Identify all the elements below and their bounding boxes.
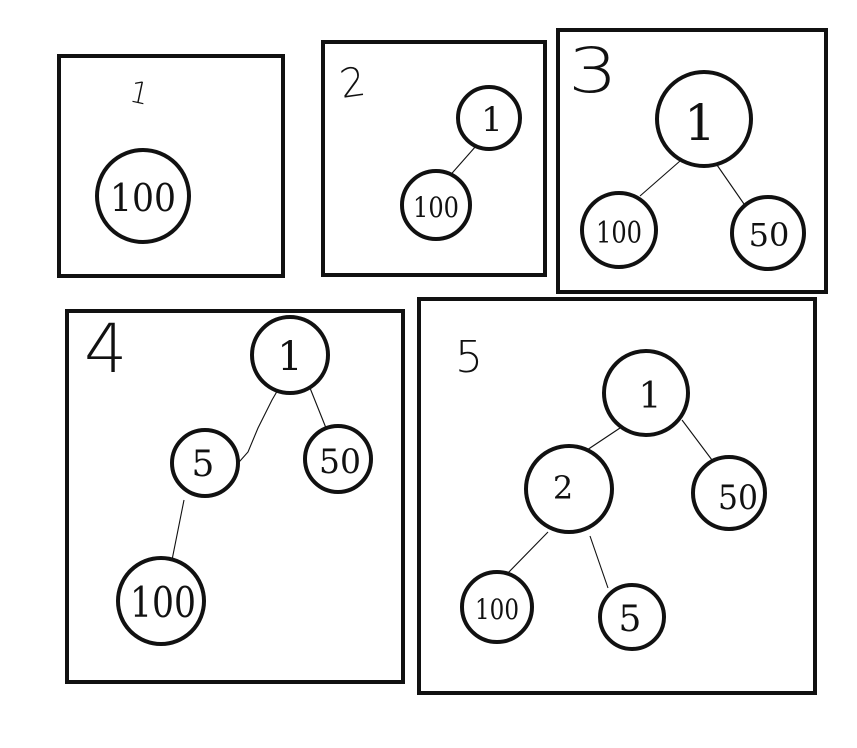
panel-1-node-100-value: 100 <box>110 176 176 220</box>
panel-3-node-1-value: 1 <box>684 94 716 152</box>
panel-3-step-label: 3 <box>568 34 618 107</box>
panel-1-frame <box>57 54 285 278</box>
panel-5-edge-1-50 <box>681 419 713 461</box>
panel-3-node-100 <box>580 191 658 269</box>
panel-5-step-label: 5 <box>455 332 483 383</box>
panel-4-node-1-value: 1 <box>277 334 302 380</box>
panel-5-node-100-value: 100 <box>475 593 519 626</box>
panel-4-node-50-value: 50 <box>319 442 361 482</box>
panel-4-frame <box>65 309 405 684</box>
panel-1-node-100 <box>95 148 191 244</box>
panel-5-node-50 <box>691 455 767 531</box>
panel-5-node-1-value: 1 <box>639 376 662 417</box>
panel-4-node-50 <box>303 424 373 494</box>
panel-2-node-1-value: 1 <box>481 100 503 140</box>
panel-4-node-5-value: 5 <box>192 444 215 485</box>
panel-4-step-label: 4 <box>84 310 127 389</box>
panel-3-edge-1-100 <box>639 160 681 197</box>
panel-5-edge-2-100 <box>504 531 549 577</box>
panel-2-step-label: 2 <box>337 59 369 108</box>
panel-2-node-100-value: 100 <box>413 191 459 224</box>
panel-3-node-100-value: 100 <box>596 216 642 251</box>
panel-4-edge-1-50 <box>309 387 327 429</box>
panel-4-node-1 <box>250 315 330 395</box>
panel-3-node-50-value: 50 <box>749 216 790 254</box>
panel-1-step-label: 1 <box>126 75 152 113</box>
panel-1: 1 100 <box>57 54 285 278</box>
panel-3-node-1 <box>655 70 753 168</box>
panel-5-edge-2-5 <box>589 535 609 589</box>
panel-5: 5 1 2 50 100 5 <box>417 297 817 695</box>
panel-3-node-50 <box>730 195 806 271</box>
panel-4-node-100-value: 100 <box>130 578 196 627</box>
panel-3: 3 1 100 50 <box>556 28 828 294</box>
panel-2-frame <box>321 40 547 277</box>
panel-3-frame <box>556 28 828 294</box>
panel-5-frame <box>417 297 817 695</box>
panel-5-node-2 <box>524 444 614 534</box>
panel-5-node-5-value: 5 <box>619 599 642 640</box>
panel-2-node-1 <box>456 85 522 151</box>
panel-5-node-100 <box>460 570 534 644</box>
panel-5-node-1 <box>602 349 690 437</box>
panel-2-node-100 <box>400 169 472 241</box>
panel-5-node-50-value: 50 <box>718 478 758 518</box>
panel-4-node-5 <box>170 428 240 498</box>
panel-5-node-2-value: 2 <box>553 469 573 507</box>
panel-4-node-100 <box>116 556 206 646</box>
panel-2: 2 1 100 <box>321 40 547 277</box>
panel-5-node-5 <box>598 583 666 651</box>
panel-4: 4 1 5 50 100 <box>65 309 405 684</box>
panel-5-edge-1-2 <box>583 423 627 453</box>
